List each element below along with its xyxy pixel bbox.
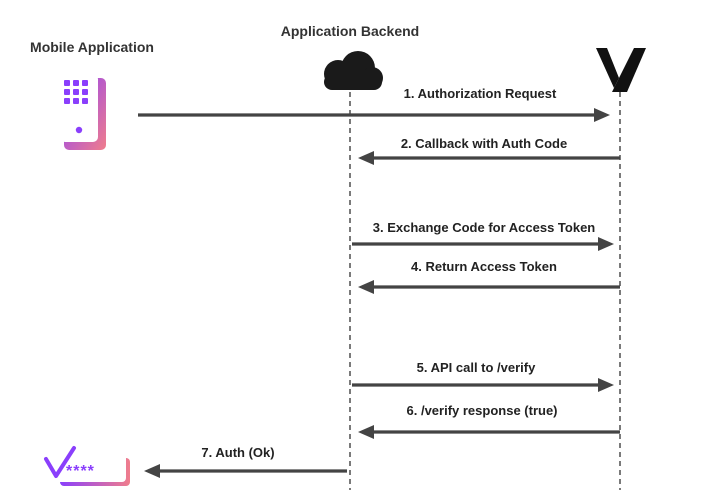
message-6-label: 6. /verify response (true) — [407, 403, 558, 418]
message-1-label: 1. Authorization Request — [404, 86, 557, 101]
cloud-icon — [324, 51, 383, 90]
message-3-label: 3. Exchange Code for Access Token — [373, 220, 596, 235]
check-password-icon: **** — [44, 446, 130, 486]
message-3-arrow — [352, 237, 614, 251]
message-4-label: 4. Return Access Token — [411, 259, 557, 274]
phone-keypad-icon — [60, 74, 106, 150]
password-mask-text: **** — [66, 463, 95, 480]
message-7-arrow — [144, 464, 347, 478]
message-5-arrow — [352, 378, 614, 392]
message-7-label: 7. Auth (Ok) — [201, 445, 274, 460]
message-1-arrow — [138, 108, 610, 122]
message-5-label: 5. API call to /verify — [417, 360, 537, 375]
vonage-v-logo — [596, 48, 646, 92]
actor-label-backend: Application Backend — [281, 23, 419, 39]
message-2-arrow — [358, 151, 620, 165]
message-6-arrow — [358, 425, 620, 439]
message-4-arrow — [358, 280, 620, 294]
actor-label-mobile: Mobile Application — [30, 39, 154, 55]
message-2-label: 2. Callback with Auth Code — [401, 136, 567, 151]
